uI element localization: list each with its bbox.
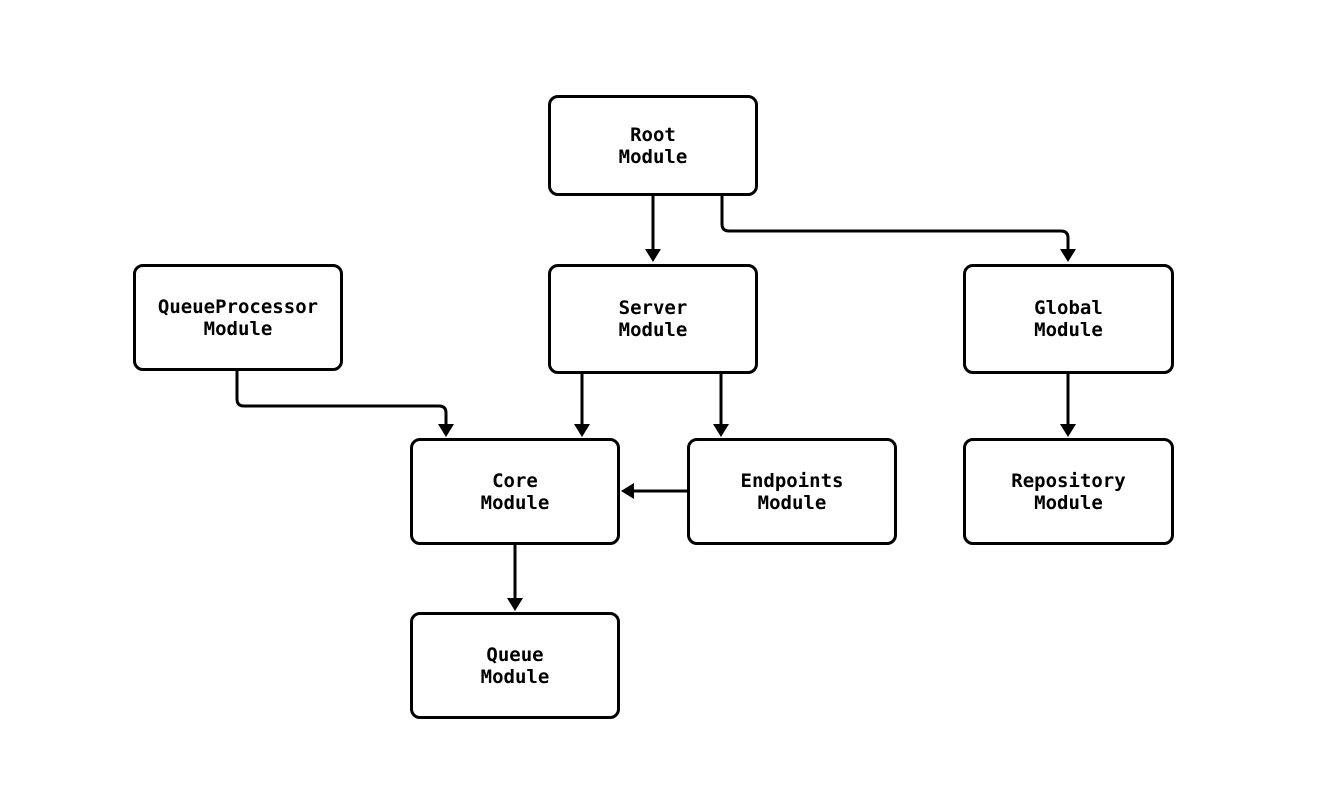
node-endpoints-module-label: Endpoints Module bbox=[740, 469, 844, 514]
arrowhead-core-queue bbox=[507, 598, 523, 611]
node-root-module[interactable]: Root Module bbox=[548, 95, 758, 196]
node-core-module[interactable]: Core Module bbox=[410, 438, 620, 545]
node-server-module-label: Server Module bbox=[618, 297, 688, 341]
arrowhead-server-endpoints bbox=[713, 424, 729, 437]
node-global-module-label: Global Module bbox=[1034, 297, 1103, 341]
node-root-module-label: Root Module bbox=[618, 123, 688, 168]
arrowhead-queueprocessor-core bbox=[438, 424, 454, 437]
node-queue-module[interactable]: Queue Module bbox=[410, 612, 620, 719]
edge-queueprocessor-core bbox=[235, 371, 448, 432]
node-repository-module-label: Repository Module bbox=[1011, 469, 1126, 514]
arrowhead-root-server bbox=[645, 249, 661, 262]
node-queue-module-label: Queue Module bbox=[480, 643, 550, 688]
arrowhead-root-global bbox=[1060, 249, 1076, 262]
node-queueprocessor-module-label: QueueProcessor Module bbox=[157, 295, 319, 340]
node-queueprocessor-module[interactable]: QueueProcessor Module bbox=[133, 264, 343, 371]
node-global-module[interactable]: Global Module bbox=[963, 264, 1174, 374]
node-core-module-label: Core Module bbox=[480, 469, 550, 514]
arrowhead-server-core bbox=[574, 424, 590, 437]
arrowhead-global-repository bbox=[1060, 424, 1076, 437]
node-server-module[interactable]: Server Module bbox=[548, 264, 758, 374]
edge-root-global bbox=[720, 196, 1070, 256]
arrowhead-endpoints-core bbox=[621, 483, 634, 499]
node-endpoints-module[interactable]: Endpoints Module bbox=[687, 438, 897, 545]
node-repository-module[interactable]: Repository Module bbox=[963, 438, 1174, 545]
